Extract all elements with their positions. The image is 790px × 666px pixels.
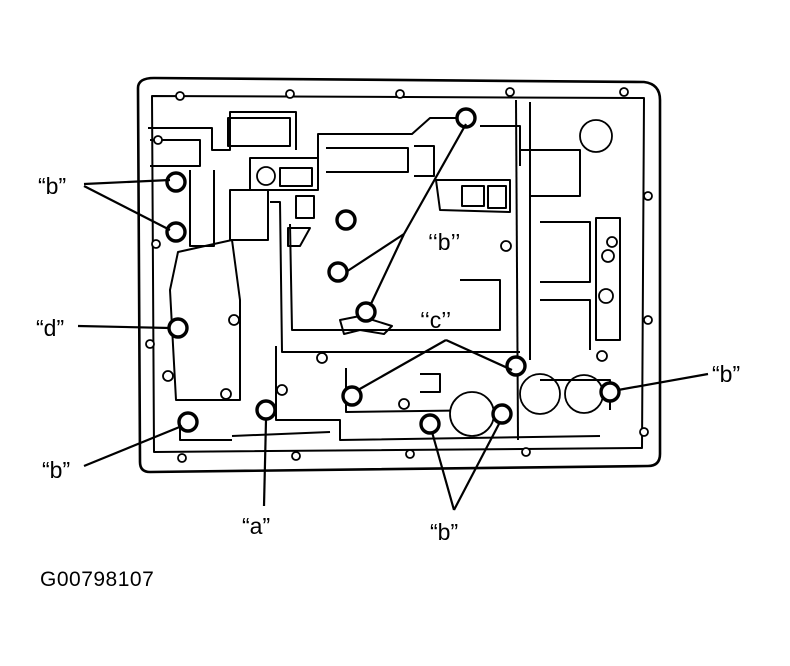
bolt-a: [255, 399, 277, 421]
bolt-b-bottom-left: [177, 411, 199, 433]
label-b-bottom-center: “b”: [430, 519, 458, 545]
valve-body-channels: [148, 99, 621, 441]
pan-outline: [136, 76, 662, 474]
bolt-b-bottom-2: [491, 403, 513, 425]
label-b-right: “b”: [712, 361, 740, 387]
bolt-b-bottom-1: [419, 413, 441, 435]
label-c-center: ‘‘c’’: [420, 307, 451, 333]
bolt-d: [167, 317, 189, 339]
label-b-top-left: “b”: [38, 173, 66, 199]
leader-lines: [77, 123, 709, 511]
bolt-b-center-2: [327, 261, 349, 283]
bolt-b-center-3: [355, 301, 377, 323]
perimeter-holes: [145, 87, 653, 463]
label-a-bottom: “a”: [242, 513, 270, 539]
bolts: [165, 107, 621, 435]
bolt-b-center-1: [335, 209, 357, 231]
label-b-center: ‘‘b’’: [428, 229, 460, 255]
label-b-bottom-left: “b”: [42, 457, 70, 483]
bolt-b-top-left-1: [165, 171, 187, 193]
bolt-b-center-top: [455, 107, 477, 129]
label-d-left: “d”: [36, 315, 64, 341]
bolt-b-top-left-2: [165, 221, 187, 243]
bolt-b-right: [599, 381, 621, 403]
bolt-c-1: [341, 385, 363, 407]
bolt-c-2: [505, 355, 527, 377]
figure-code: G00798107: [40, 568, 155, 591]
